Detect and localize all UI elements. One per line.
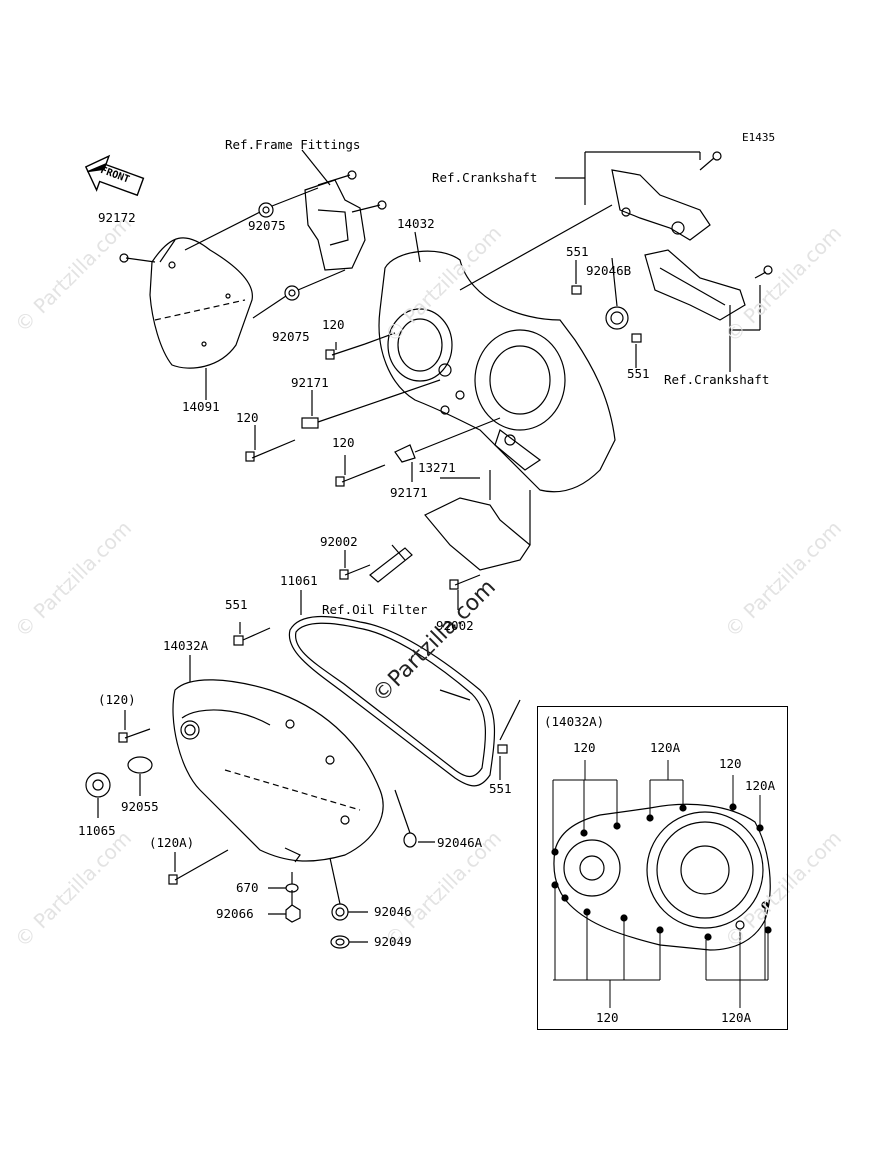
dowel-551 bbox=[233, 635, 244, 646]
part-label: 551 bbox=[566, 244, 589, 259]
inner-cover-14032 bbox=[378, 250, 616, 493]
part-label: 92046 bbox=[374, 904, 412, 919]
part-label: 13271 bbox=[418, 460, 456, 475]
part-label: 92055 bbox=[121, 799, 159, 814]
part-label: 92046A bbox=[437, 835, 483, 850]
oring-92055 bbox=[127, 756, 153, 774]
inset-title: (14032A) bbox=[544, 714, 605, 729]
part-label: 92075 bbox=[248, 218, 286, 233]
front-arrow-icon bbox=[84, 154, 145, 197]
bolt-120-b bbox=[245, 439, 296, 462]
bolt-icon bbox=[763, 265, 773, 275]
chain-guide bbox=[644, 249, 746, 321]
bolt-92002-a bbox=[339, 564, 371, 580]
grommet-92075-bottom bbox=[284, 285, 300, 301]
bolt-120-a bbox=[325, 343, 366, 360]
outer-cover-14032A bbox=[172, 679, 384, 863]
inset-frame bbox=[537, 706, 788, 1030]
part-label: 92171 bbox=[291, 375, 329, 390]
plate-13271 bbox=[424, 497, 531, 571]
inset-label: 120A bbox=[745, 778, 776, 793]
part-label: 92046B bbox=[586, 263, 632, 278]
ref-crankshaft-top: Ref.Crankshaft bbox=[432, 170, 538, 185]
part-label: 11061 bbox=[280, 573, 318, 588]
bolt-120A-paren bbox=[168, 849, 229, 885]
frame-fitting-bracket bbox=[304, 170, 387, 271]
bearing-92046 bbox=[331, 903, 349, 921]
bolt-92002-b bbox=[449, 574, 481, 590]
inset-label: 120 bbox=[596, 1010, 619, 1025]
part-label: 14032A bbox=[163, 638, 209, 653]
part-label: 92066 bbox=[216, 906, 254, 921]
part-label: (120A) bbox=[149, 835, 195, 850]
part-label: 92049 bbox=[374, 934, 412, 949]
part-label: 92075 bbox=[272, 329, 310, 344]
part-label: 14091 bbox=[182, 399, 220, 414]
dowel-551 bbox=[631, 333, 642, 343]
part-label: 670 bbox=[236, 880, 259, 895]
bearing-92046B bbox=[605, 306, 629, 330]
ref-frame-fittings: Ref.Frame Fittings bbox=[225, 137, 361, 152]
holder-92171-b bbox=[394, 444, 416, 463]
part-label: 11065 bbox=[78, 823, 116, 838]
gasket-11061 bbox=[288, 616, 495, 787]
part-label: 120 bbox=[332, 435, 355, 450]
part-label: 551 bbox=[627, 366, 650, 381]
bolt-120-c bbox=[335, 464, 386, 487]
part-label: 92002 bbox=[436, 618, 474, 633]
part-label: 92171 bbox=[390, 485, 428, 500]
part-label: 551 bbox=[225, 597, 248, 612]
part-label: 551 bbox=[489, 781, 512, 796]
crankshaft-part-upper bbox=[611, 169, 711, 241]
ref-oil-filter: Ref.Oil Filter bbox=[322, 602, 428, 617]
dowel-551 bbox=[497, 744, 508, 754]
holder-92171-a bbox=[301, 417, 319, 429]
bolt-120-paren bbox=[118, 728, 151, 743]
inset-label: 120A bbox=[650, 740, 681, 755]
grommet-92075-top bbox=[258, 202, 274, 218]
bolt-icon bbox=[119, 253, 129, 263]
oil-filter-pipe bbox=[369, 544, 413, 583]
part-label: 14032 bbox=[397, 216, 435, 231]
cover-14091 bbox=[149, 237, 253, 369]
part-label: 120 bbox=[322, 317, 345, 332]
part-label: 120 bbox=[236, 410, 259, 425]
bolt-icon bbox=[712, 151, 722, 161]
part-label: (120) bbox=[98, 692, 136, 707]
plug-92066 bbox=[285, 904, 301, 923]
ref-crankshaft-right: Ref.Crankshaft bbox=[664, 372, 770, 387]
part-label: 92172 bbox=[98, 210, 136, 225]
seal-92049 bbox=[330, 935, 350, 949]
diagram-code: E1435 bbox=[742, 131, 776, 144]
part-label: 92002 bbox=[320, 534, 358, 549]
dowel-551 bbox=[571, 285, 582, 295]
inset-label: 120 bbox=[573, 740, 596, 755]
cap-11065 bbox=[85, 772, 111, 798]
inset-label: 120A bbox=[721, 1010, 752, 1025]
inset-label: 120 bbox=[719, 756, 742, 771]
bearing-92046A bbox=[403, 832, 417, 848]
